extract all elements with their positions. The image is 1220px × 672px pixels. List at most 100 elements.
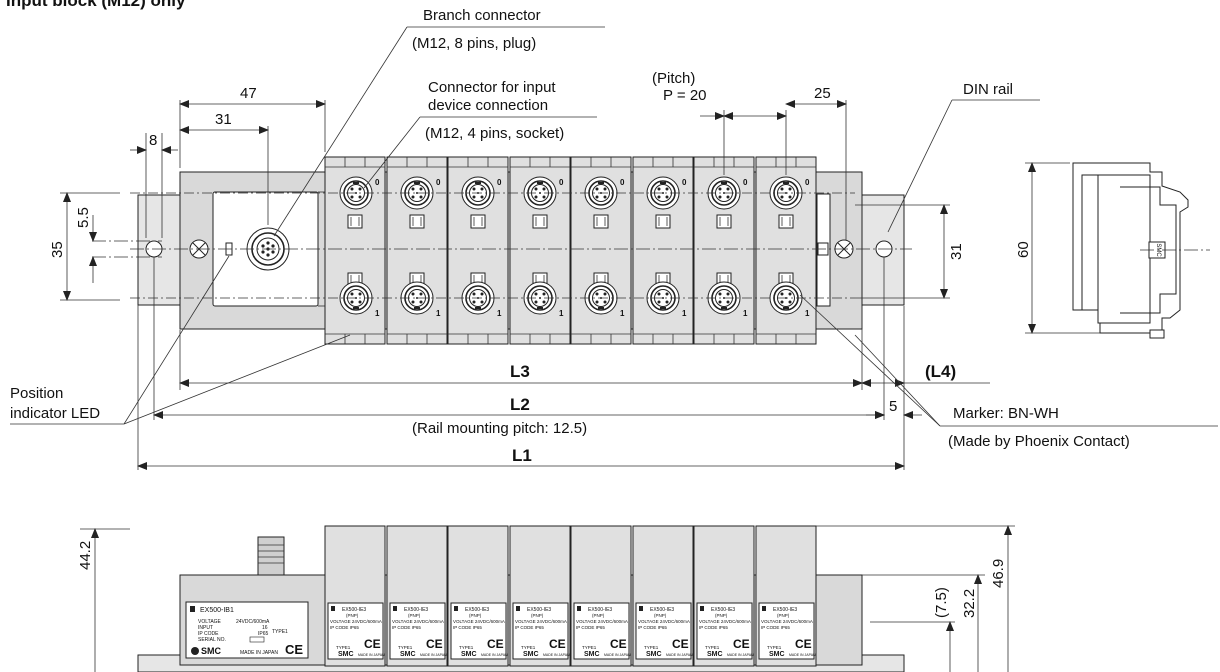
nameplate-text: IP CODE IP65 — [515, 625, 544, 630]
nameplate-text: VOLTAGE 24VDC/600mA — [699, 619, 751, 624]
nameplate-text: (PNP) — [469, 613, 482, 618]
nameplate-text: (PNP) — [592, 613, 605, 618]
nameplate-text: SMC — [769, 651, 785, 658]
svg-text:INPUT: INPUT — [198, 625, 213, 631]
svg-text:(L4): (L4) — [925, 362, 956, 381]
nameplate-text: MADE IN JAPAN — [420, 653, 447, 657]
svg-text:1: 1 — [559, 309, 564, 318]
nameplate-text: IP CODE IP65 — [330, 625, 359, 630]
nameplate-text: SMC — [523, 651, 539, 658]
nameplate-text: CE — [610, 637, 627, 651]
svg-text:SMC: SMC — [201, 646, 222, 656]
callouts: Branch connector (M12, 8 pins, plug) Con… — [10, 7, 1218, 450]
nameplate-text: EX500-IE3 — [527, 607, 551, 613]
svg-text:16: 16 — [262, 625, 268, 631]
svg-text:1: 1 — [375, 309, 380, 318]
nameplate-text: TYPE1 — [767, 645, 782, 650]
nameplate-text: (PNP) — [531, 613, 544, 618]
nameplate-text: VOLTAGE 24VDC/600mA — [576, 619, 628, 624]
svg-text:1: 1 — [743, 309, 748, 318]
nameplate-text: (PNP) — [654, 613, 667, 618]
nameplate-text: VOLTAGE 24VDC/600mA — [638, 619, 690, 624]
nameplate-text: TYPE1 — [705, 645, 720, 650]
nameplate-text: TYPE1 — [398, 645, 413, 650]
nameplate-text: (PNP) — [408, 613, 421, 618]
nameplate-text: SMC — [646, 651, 662, 658]
nameplate-text: (PNP) — [715, 613, 728, 618]
svg-text:1: 1 — [436, 309, 441, 318]
svg-text:EX500-IB1: EX500-IB1 — [200, 607, 234, 614]
svg-text:TYPE1: TYPE1 — [272, 629, 288, 635]
svg-text:60: 60 — [1015, 241, 1032, 258]
nameplate-text: VOLTAGE 24VDC/600mA — [392, 619, 444, 624]
nameplate-text: VOLTAGE 24VDC/600mA — [761, 619, 813, 624]
svg-text:P = 20: P = 20 — [663, 87, 707, 104]
svg-text:(Made by Phoenix Contact): (Made by Phoenix Contact) — [948, 433, 1130, 450]
main-nameplate: EX500-IB1 VOLTAGE 24VDC/600mA INPUT 16 I… — [185, 601, 309, 659]
nameplate-text: EX500-IE3 — [711, 607, 735, 613]
svg-text:SERIAL NO.: SERIAL NO. — [198, 637, 226, 643]
nameplate-text: EX500-IE3 — [465, 607, 489, 613]
svg-text:indicator LED: indicator LED — [10, 405, 100, 422]
svg-text:MADE IN JAPAN: MADE IN JAPAN — [240, 650, 278, 656]
svg-text:CE: CE — [285, 642, 303, 657]
nameplate-text: IP CODE IP65 — [699, 625, 728, 630]
nameplate-text: IP CODE IP65 — [576, 625, 605, 630]
svg-text:DIN rail: DIN rail — [963, 81, 1013, 98]
front-branch-connector — [257, 536, 285, 576]
svg-text:25: 25 — [814, 85, 831, 102]
nameplate-text: EX500-IE3 — [342, 607, 366, 613]
nameplate-text: CE — [487, 637, 504, 651]
svg-text:Connector for input: Connector for input — [428, 79, 556, 96]
nameplate-text: EX500-IE3 — [404, 607, 428, 613]
nameplate-text: (PNP) — [777, 613, 790, 618]
svg-text:0: 0 — [682, 178, 687, 187]
nameplate-text: IP CODE IP65 — [638, 625, 667, 630]
svg-text:0: 0 — [497, 178, 502, 187]
svg-text:0: 0 — [805, 178, 810, 187]
nameplate-text: VOLTAGE 24VDC/600mA — [453, 619, 505, 624]
nameplate-text: EX500-IE3 — [773, 607, 797, 613]
svg-text:Marker: BN-WH: Marker: BN-WH — [953, 405, 1059, 422]
nameplate-text: SMC — [338, 651, 354, 658]
svg-text:44.2: 44.2 — [77, 541, 94, 570]
nameplate-text: CE — [672, 637, 689, 651]
svg-text:46.9: 46.9 — [990, 559, 1007, 588]
nameplate-text: EX500-IE3 — [650, 607, 674, 613]
nameplate-text: EX500-IE3 — [588, 607, 612, 613]
nameplate-text: MADE IN JAPAN — [727, 653, 754, 657]
nameplate-text: TYPE1 — [644, 645, 659, 650]
svg-text:1: 1 — [620, 309, 625, 318]
nameplate-text: CE — [549, 637, 566, 651]
svg-text:(Rail mounting pitch: 12.5): (Rail mounting pitch: 12.5) — [412, 420, 587, 437]
svg-text:VOLTAGE: VOLTAGE — [198, 619, 222, 625]
svg-text:1: 1 — [805, 309, 810, 318]
page-title: Input block (M12) only — [6, 0, 186, 10]
svg-text:35: 35 — [49, 241, 66, 258]
nameplate-text: CE — [364, 637, 381, 651]
top-view: 01 01 01 01 01 01 01 01 — [92, 156, 912, 345]
nameplate-text: MADE IN JAPAN — [666, 653, 693, 657]
nameplate-text: TYPE1 — [582, 645, 597, 650]
nameplate-text: CE — [426, 637, 443, 651]
port-marks: 01 01 01 01 01 01 01 01 — [375, 178, 810, 318]
nameplate-text: CE — [795, 637, 812, 651]
svg-text:L1: L1 — [512, 446, 532, 465]
front-view: EX500-IB1 VOLTAGE 24VDC/600mA INPUT 16 I… — [137, 525, 905, 672]
nameplate-text: (PNP) — [346, 613, 359, 618]
svg-text:8: 8 — [149, 132, 157, 149]
svg-text:0: 0 — [559, 178, 564, 187]
nameplate-text: SMC — [400, 651, 416, 658]
nameplate-text: IP CODE IP65 — [392, 625, 421, 630]
svg-text:0: 0 — [620, 178, 625, 187]
side-view: SMC — [1072, 162, 1210, 339]
